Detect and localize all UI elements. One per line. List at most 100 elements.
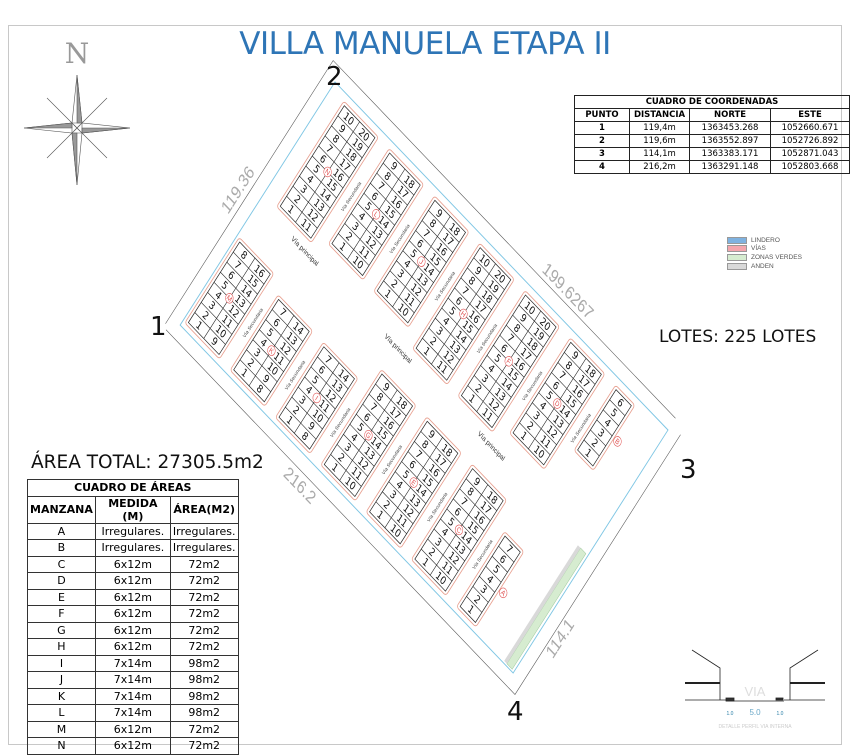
- area-cell: 72m2: [169, 588, 239, 606]
- lot-number: 3: [433, 536, 443, 550]
- lot-number: 3: [395, 268, 405, 282]
- lot-number: 2: [344, 230, 354, 244]
- road-edge: [276, 342, 358, 453]
- detail-width-right: 1.0: [777, 711, 784, 717]
- dimension-line: [165, 60, 676, 419]
- area-cell: 98m2: [169, 704, 239, 722]
- point-label-3: 3: [680, 455, 697, 485]
- lot-number: 6: [369, 190, 379, 204]
- area-cell: A: [27, 522, 96, 540]
- lot-number: 6: [497, 553, 507, 567]
- area-cell: K: [27, 687, 96, 705]
- detail-caption: DETALLE PERFIL VIA INTERNA: [718, 724, 792, 730]
- block-letter: G: [364, 431, 371, 441]
- legend-swatch: [727, 245, 747, 253]
- lot-number: 4: [485, 573, 495, 587]
- area-cell: B: [27, 539, 96, 557]
- lot-number: 3: [434, 325, 444, 339]
- legend-item: ANDEN: [727, 262, 802, 271]
- area-cell: H: [27, 638, 96, 656]
- area-cell: 6x12m: [94, 737, 171, 755]
- lot-number: 1: [375, 509, 385, 523]
- legend-label: LINDERO: [751, 236, 780, 244]
- lot-number: 2: [426, 546, 436, 560]
- lot-number: 6: [615, 397, 625, 411]
- lot: [488, 263, 512, 291]
- lot-number: 4: [356, 210, 366, 224]
- lotes-total: LOTES: 225 LOTES: [659, 327, 817, 347]
- lot-number: 7: [324, 143, 334, 157]
- dimension-line: [165, 329, 681, 695]
- lot-number: 1: [467, 392, 477, 406]
- legend-swatch: [727, 236, 747, 244]
- lot-number: 5: [355, 421, 365, 435]
- area-cell: 6x12m: [94, 588, 171, 606]
- coordinate-cell: 114,1m: [628, 147, 691, 161]
- road-edge: [458, 291, 560, 432]
- lot-number: 2: [292, 193, 302, 207]
- lot-number: 4: [213, 289, 223, 303]
- coordinate-cell: 1052871.043: [770, 147, 850, 161]
- area-cell: 98m2: [169, 654, 239, 672]
- lot-number: 9: [337, 123, 347, 137]
- lot-number: 1: [518, 430, 528, 444]
- coordinate-cell: 3: [574, 147, 630, 161]
- block-letter: M: [225, 294, 233, 304]
- lot-number: 8: [330, 133, 340, 147]
- lot-number: 6: [499, 342, 509, 356]
- lot-number: 6: [226, 269, 236, 283]
- lot-number: 7: [368, 401, 378, 415]
- area-cell: 72m2: [169, 572, 239, 590]
- block-marker: [459, 308, 468, 320]
- lot-number: 1: [337, 240, 347, 254]
- area-cell: 72m2: [169, 638, 239, 656]
- lot-number: 4: [538, 400, 548, 414]
- block-marker: [613, 436, 622, 447]
- lot-number: 3: [531, 410, 541, 424]
- legend-item: ZONAS VERDES: [727, 253, 802, 262]
- coordinate-cell: 1: [574, 121, 630, 135]
- lot-number: 9: [261, 373, 271, 387]
- lot-number: 5: [608, 407, 618, 421]
- area-cell: 7x14m: [94, 687, 171, 705]
- lot-number: 8: [563, 359, 573, 373]
- lot-number: 6: [453, 295, 463, 309]
- lot-number: 4: [305, 173, 315, 187]
- legend-swatch: [727, 262, 747, 270]
- area-cell: 7x14m: [94, 654, 171, 672]
- lot-number: 2: [473, 382, 483, 396]
- area-cell: 72m2: [169, 555, 239, 573]
- area-cell: Irregulares.: [169, 522, 239, 540]
- road-edge: [574, 385, 635, 470]
- block-marker: [417, 256, 426, 267]
- lot-number: 1: [194, 319, 204, 333]
- sidewalk-anden: [504, 545, 581, 664]
- detail-width-center: 5.0: [749, 708, 761, 717]
- lot-number: 1: [420, 556, 430, 570]
- area-cell: 7x14m: [94, 671, 171, 689]
- lot-number: 5: [310, 374, 320, 388]
- area-cell: L: [27, 704, 96, 722]
- block-marker: [504, 356, 513, 367]
- point-label-4: 4: [507, 697, 524, 727]
- lot-number: 4: [394, 478, 404, 492]
- road-profile-detail: VIA 1.0 5.0 1.0 DETALLE PERFIL VIA INTER…: [685, 649, 825, 730]
- lot-number: 5: [544, 389, 554, 403]
- lot-number: 2: [589, 437, 599, 451]
- lot-number: 3: [479, 372, 489, 386]
- area-cell: 72m2: [169, 720, 239, 738]
- coordinate-cell: 1363291.148: [689, 160, 772, 174]
- lot-number: 3: [297, 394, 307, 408]
- area-cell: 6x12m: [94, 605, 171, 623]
- lot-number: 1: [330, 461, 340, 475]
- lot-number: 8: [420, 438, 430, 452]
- lot-number: 7: [232, 259, 242, 273]
- lot: [534, 310, 557, 338]
- lot-number: 1: [465, 603, 475, 617]
